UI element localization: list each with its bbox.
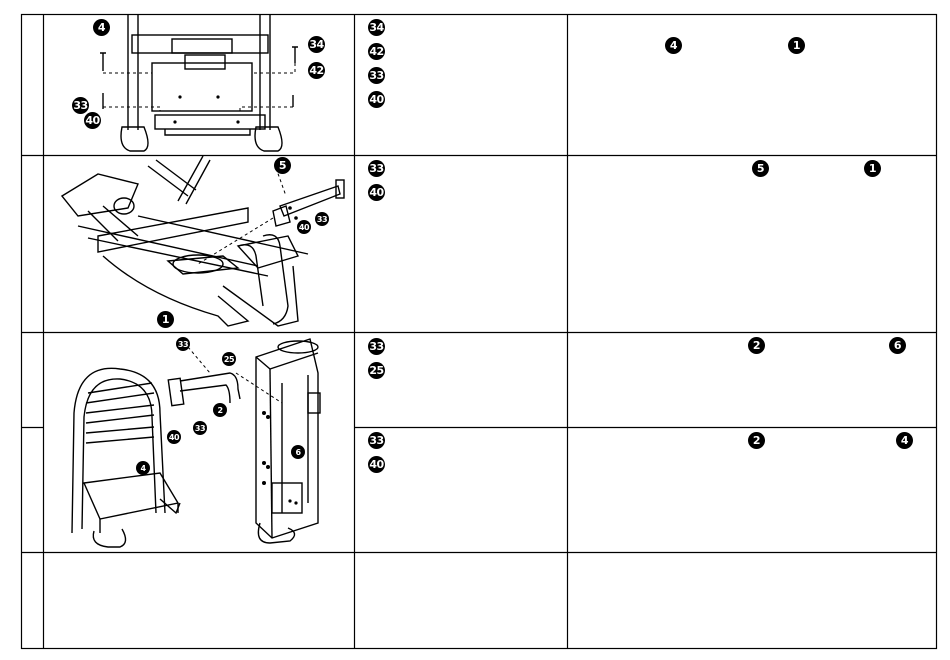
parts-list-step-3: 33 25 bbox=[368, 338, 385, 386]
callout-part-42: 42 bbox=[308, 62, 325, 79]
illustration-step-3-4 bbox=[60, 333, 350, 551]
callout-part-33: 33 bbox=[72, 97, 89, 114]
illustration-step-2 bbox=[58, 156, 352, 332]
part-badge: 40 bbox=[368, 456, 385, 473]
callout-part-33: 33 bbox=[193, 421, 207, 435]
part-badge: 34 bbox=[368, 19, 385, 36]
parts-list-step-2: 33 40 bbox=[368, 160, 385, 208]
parts-list-step-1: 34 42 33 40 bbox=[368, 19, 385, 115]
part-badge: 33 bbox=[368, 338, 385, 355]
callout-part-4: 4 bbox=[93, 19, 110, 36]
part-badge: 40 bbox=[368, 91, 385, 108]
part-badge: 42 bbox=[368, 43, 385, 60]
instruction-part-ref: 4 bbox=[896, 432, 913, 449]
callout-part-40: 40 bbox=[167, 430, 181, 444]
part-badge: 40 bbox=[368, 184, 385, 201]
parts-list-step-4: 33 40 bbox=[368, 432, 385, 480]
callout-part-34: 34 bbox=[308, 36, 325, 53]
callout-part-4: 4 bbox=[136, 461, 150, 475]
instruction-part-ref: 1 bbox=[788, 37, 805, 54]
part-badge: 33 bbox=[368, 160, 385, 177]
instruction-part-ref: 5 bbox=[752, 160, 769, 177]
part-badge: 33 bbox=[368, 67, 385, 84]
part-badge: 25 bbox=[368, 362, 385, 379]
callout-part-5: 5 bbox=[274, 157, 291, 174]
instruction-part-ref: 2 bbox=[748, 432, 765, 449]
callout-part-40: 40 bbox=[297, 220, 311, 234]
callout-part-1: 1 bbox=[157, 311, 174, 328]
callout-part-6: 6 bbox=[291, 445, 305, 459]
instruction-part-ref: 1 bbox=[864, 160, 881, 177]
illustration-step-1 bbox=[60, 15, 350, 155]
callout-part-40: 40 bbox=[84, 112, 101, 129]
instruction-part-ref: 4 bbox=[665, 37, 682, 54]
callout-part-2: 2 bbox=[213, 403, 227, 417]
instruction-part-ref: 6 bbox=[889, 337, 906, 354]
callout-part-25: 25 bbox=[222, 352, 236, 366]
part-badge: 33 bbox=[368, 432, 385, 449]
callout-part-33: 33 bbox=[315, 212, 329, 226]
instruction-part-ref: 2 bbox=[748, 337, 765, 354]
callout-part-33: 33 bbox=[176, 337, 190, 351]
